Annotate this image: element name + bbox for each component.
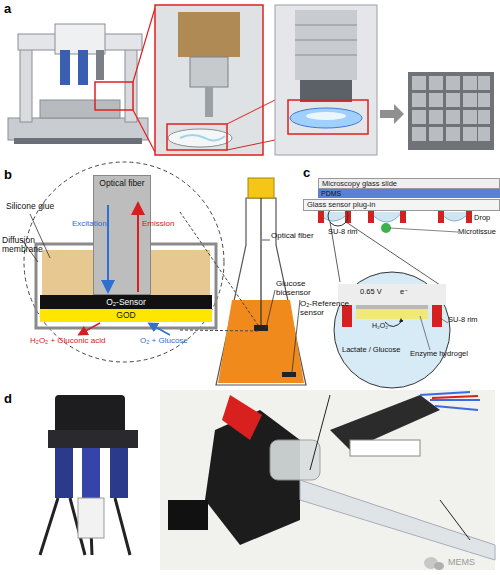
reaction-label: H₂O₂ + Gluconic acid — [30, 337, 105, 346]
excitation-arrow — [107, 205, 109, 290]
product-arrow — [80, 323, 100, 334]
species-label: Lactate / Glucose — [342, 346, 400, 354]
reaction-label: O₂ + Glucose — [140, 337, 188, 346]
signal-label: e⁻ — [400, 288, 408, 296]
part-label: Drop — [474, 214, 490, 222]
device-photo-right — [160, 390, 495, 570]
part-label: Microtissue — [458, 228, 496, 236]
part-label: Enzyme hydrogel — [410, 350, 468, 358]
bioprinter-illustration — [8, 8, 155, 152]
node-text: GOD — [116, 311, 135, 320]
part-label: Diffusion membrane — [2, 236, 44, 255]
node-text: Optical fiber — [99, 179, 144, 188]
crosslinking-closeup — [275, 5, 404, 155]
sensor-closeup — [22, 162, 224, 362]
device-photo-left — [40, 395, 138, 555]
nozzle-closeup — [155, 5, 275, 155]
panel-letter: c — [303, 166, 310, 180]
part-label: O₂-Reference sensor — [300, 300, 358, 318]
node-text: Microscopy glass slide — [322, 180, 397, 188]
panel-letter: b — [4, 168, 12, 182]
signal-label: Emission — [142, 220, 174, 229]
watermark: MEMS — [448, 558, 475, 568]
emission-arrow — [137, 205, 139, 292]
sensor-plugin-band: Glass sensor plug-in — [303, 199, 500, 211]
signal-label: Excitation — [72, 220, 107, 229]
part-label: Silicone glue — [6, 202, 54, 211]
part-label: SU-8 rim — [328, 228, 358, 236]
voltage-label: 0.65 V — [360, 288, 382, 296]
enzyme-layer: GOD — [40, 309, 212, 322]
pdms-band: PDMS — [318, 189, 500, 198]
species-label: H₂O₂ — [372, 322, 388, 330]
substrate-arrow — [150, 324, 170, 335]
printed-grid — [408, 72, 494, 150]
node-text: O₂-Sensor — [106, 298, 146, 307]
optical-fiber-box: Optical fiber — [93, 175, 151, 295]
part-label: Glucose biosensor — [276, 280, 326, 298]
part-label: SU-8 rim — [448, 316, 478, 324]
part-label: Optical fiber — [271, 232, 314, 241]
panel-letter: a — [4, 2, 11, 16]
node-text: Glass sensor plug-in — [307, 201, 375, 209]
node-text: PDMS — [321, 190, 341, 197]
panel-letter: d — [4, 392, 12, 406]
glass-slide-band: Microscopy glass slide — [318, 178, 500, 189]
microfluidic-chip — [318, 206, 472, 388]
watermark-icon — [424, 557, 444, 570]
sensor-layer: O₂-Sensor — [40, 295, 212, 309]
